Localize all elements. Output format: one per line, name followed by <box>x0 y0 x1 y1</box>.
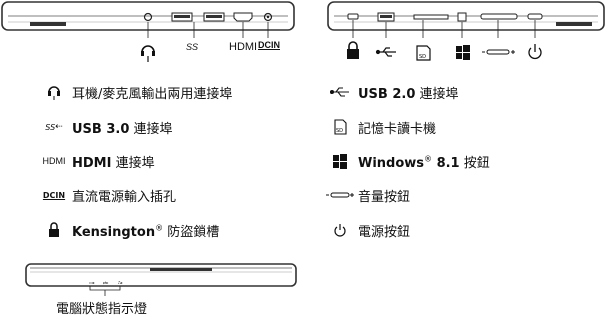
usb2-icon <box>375 47 396 57</box>
status-led-icons: ▭▸ ⇄▸ ⎍▸ <box>89 280 123 285</box>
svg-text:⇄▸: ⇄▸ <box>103 280 108 285</box>
windows-icon <box>322 153 358 169</box>
power-icon <box>528 44 542 60</box>
legend-text: 電源按鈕 <box>358 224 411 240</box>
headphone-mic-icon <box>36 83 72 101</box>
front-view: ▭▸ ⇄▸ ⎍▸ <box>25 263 297 296</box>
hdmi-icon: HDMI <box>42 156 66 166</box>
legend-text: 記憶卡讀卡機 <box>358 121 437 137</box>
card-reader-icon: SD <box>416 45 431 61</box>
power-icon <box>322 223 358 237</box>
legend-item-card-reader: SD 記憶卡讀卡機 <box>322 116 436 138</box>
svg-text:⎍▸: ⎍▸ <box>118 280 123 285</box>
legend-text: 連接埠 <box>111 155 155 171</box>
headphone-mic-icon <box>141 45 155 62</box>
status-indicator-caption: 電腦狀態指示燈 <box>56 302 148 317</box>
dcin-label: DCIN <box>258 40 280 50</box>
legend-item-volume: 音量按鈕 <box>322 184 410 206</box>
legend-item-kensington: Kensington® 防盜鎖槽 <box>36 219 219 241</box>
legend-text: 直流電源輸入插孔 <box>72 189 177 205</box>
legend-text: 連接埠 <box>415 86 459 102</box>
ss-usb-label: SS <box>186 42 199 52</box>
legend-item-usb2: USB 2.0 連接埠 <box>322 81 459 103</box>
right-side-view: SD <box>327 1 605 61</box>
hdmi-label: HDMI <box>229 41 258 53</box>
usb3-icon: SS⇠ <box>45 122 63 132</box>
volume-icon <box>482 49 515 55</box>
legend-bold: USB 2.0 <box>358 86 416 102</box>
svg-text:SD: SD <box>336 128 343 134</box>
legend-bold: Windows <box>358 155 425 171</box>
legend-item-hdmi: HDMI HDMI 連接埠 <box>36 150 155 172</box>
volume-icon <box>322 190 358 200</box>
legend-bold: HDMI <box>72 155 112 171</box>
registered-mark: ® <box>424 154 433 164</box>
registered-mark: ® <box>155 223 164 233</box>
svg-text:▭▸: ▭▸ <box>89 280 95 285</box>
legend-item-audio: 耳機/麥克風輸出兩用連接埠 <box>36 81 232 103</box>
legend-item-power: 電源按鈕 <box>322 219 410 241</box>
usb2-icon <box>322 86 358 98</box>
kensington-lock-icon <box>347 41 359 59</box>
legend-text: 連接埠 <box>129 121 173 137</box>
windows-icon <box>456 45 470 60</box>
kensington-lock-icon <box>36 222 72 238</box>
dc-in-icon: DCIN <box>42 190 66 200</box>
legend-bold: USB 3.0 <box>72 121 130 137</box>
legend-text: 耳機/麥克風輸出兩用連接埠 <box>72 86 233 102</box>
legend-text: 防盜鎖槽 <box>163 224 220 240</box>
card-reader-icon: SD <box>322 119 358 135</box>
legend-item-windows: Windows® 8.1 按鈕 <box>322 150 490 172</box>
legend-bold: Kensington <box>72 224 156 240</box>
svg-text:SD: SD <box>419 54 426 60</box>
legend-text: 音量按鈕 <box>358 189 411 205</box>
left-side-view <box>1 1 295 62</box>
legend-text: 按鈕 <box>459 155 490 171</box>
legend-item-dcin: DCIN 直流電源輸入插孔 <box>36 184 176 206</box>
legend-bold-version: 8.1 <box>432 155 460 171</box>
legend-item-usb3: SS⇠ USB 3.0 連接埠 <box>36 116 173 138</box>
